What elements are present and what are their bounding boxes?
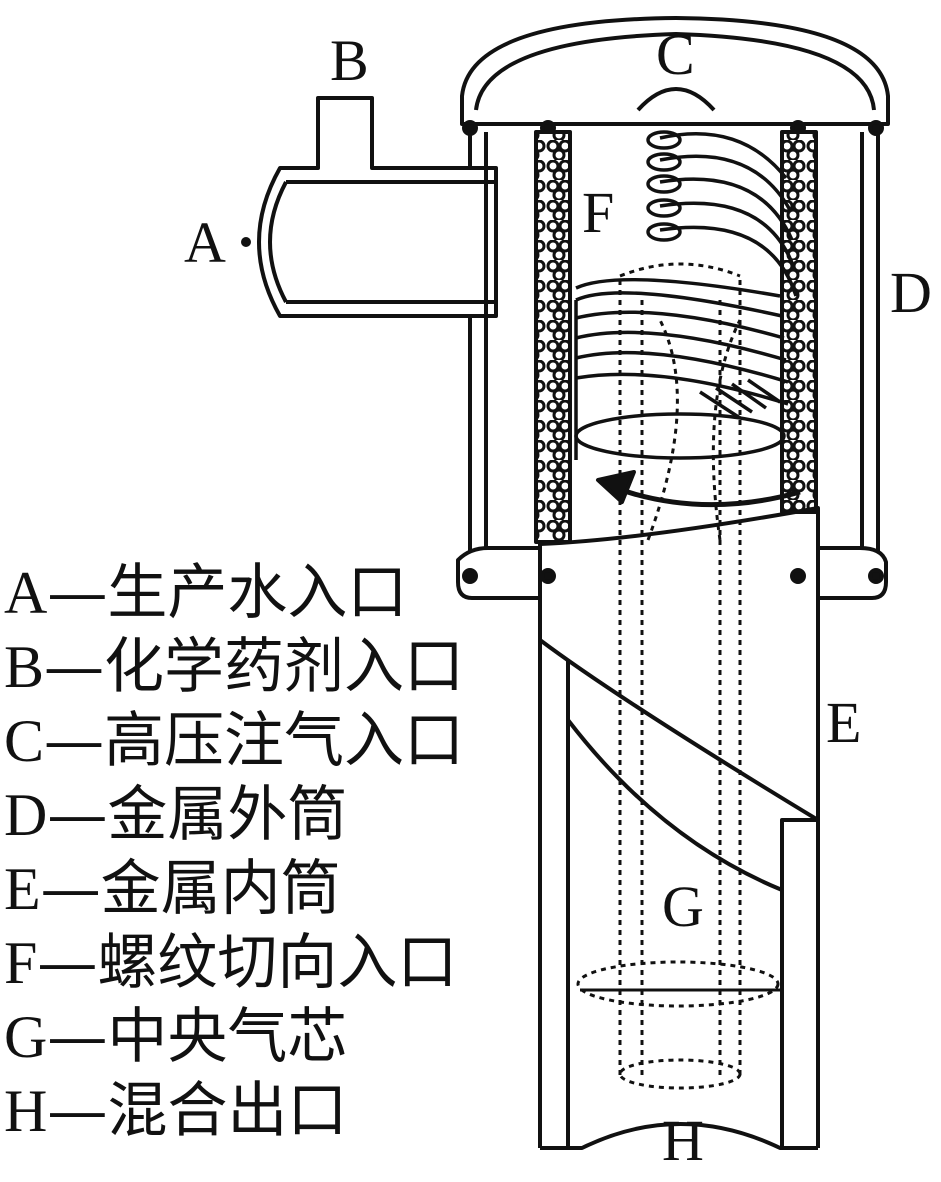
- helical-coil: [574, 130, 798, 460]
- legend-row-a: A—生产水入口: [4, 558, 408, 628]
- label-a: A: [184, 210, 226, 275]
- label-c: C: [656, 22, 695, 87]
- label-f: F: [582, 180, 614, 245]
- top-cap: [460, 16, 890, 136]
- legend-row-c: C—高压注气入口: [4, 706, 465, 776]
- bead-columns: [534, 130, 818, 544]
- legend-row-h: H—混合出口: [4, 1076, 348, 1146]
- inlet-pipe: [241, 96, 498, 318]
- label-b: B: [330, 28, 369, 93]
- legend-row-d: D—金属外筒: [4, 780, 348, 850]
- label-e: E: [826, 690, 861, 755]
- label-h: H: [662, 1108, 704, 1173]
- label-d: D: [890, 260, 932, 325]
- rotation-arrow: [596, 470, 801, 508]
- inner-cylinder: [538, 506, 820, 1150]
- legend-row-e: E—金属内筒: [4, 854, 341, 924]
- legend-row-f: F—螺纹切向入口: [4, 928, 458, 998]
- label-g: G: [662, 874, 704, 939]
- legend-row-g: G—中央气芯: [4, 1002, 348, 1072]
- central-gas-core: [576, 262, 780, 1090]
- legend: A—生产水入口 B—化学药剂入口 C—高压注气入口 D—金属外筒 E—金属内筒 …: [4, 556, 524, 1148]
- legend-row-b: B—化学药剂入口: [4, 632, 465, 702]
